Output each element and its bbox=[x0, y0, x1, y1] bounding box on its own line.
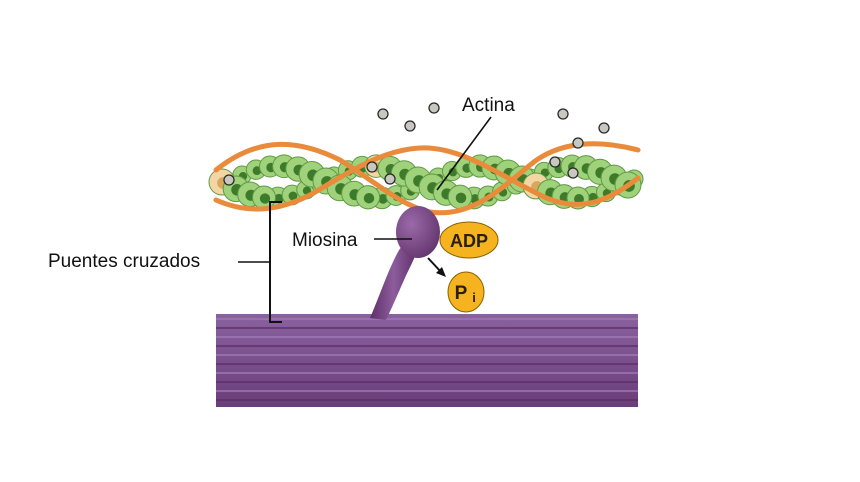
adp-label: ADP bbox=[450, 231, 488, 251]
actin-leader-line bbox=[436, 116, 492, 191]
release-arrow bbox=[427, 257, 446, 277]
actin-filament bbox=[208, 141, 644, 216]
actin-label: Actina bbox=[462, 95, 515, 116]
myosin-filament-stripes bbox=[216, 318, 638, 401]
cross-bridge-bracket bbox=[238, 201, 282, 323]
phosphate-dot bbox=[377, 108, 389, 120]
myosin-stripe bbox=[216, 318, 638, 320]
myosin-stripe bbox=[216, 372, 638, 374]
myosin-stripe bbox=[216, 390, 638, 392]
myosin-stripe bbox=[216, 363, 638, 365]
myosin-head bbox=[396, 206, 440, 258]
adp-badge: ADP bbox=[439, 221, 499, 259]
phosphate-dot bbox=[567, 167, 579, 179]
phosphate-dot bbox=[366, 161, 378, 173]
myosin-label: Miosina bbox=[292, 230, 358, 251]
actin-bead-chain bbox=[208, 154, 644, 210]
myosin-neck bbox=[370, 242, 418, 320]
myosin-stripe bbox=[216, 399, 638, 401]
actin-bead bbox=[355, 185, 381, 210]
myosin-stripe bbox=[216, 345, 638, 347]
myosin-stripe bbox=[216, 336, 638, 338]
free-phosphate-dots bbox=[223, 102, 610, 186]
myosin-stripe bbox=[216, 354, 638, 356]
phosphate-dot bbox=[598, 122, 610, 134]
tropomyosin-strand-b bbox=[213, 145, 641, 212]
phosphate-dot bbox=[572, 137, 584, 149]
phosphate-dot bbox=[549, 156, 561, 168]
cross-bridges-label: Puentes cruzados bbox=[48, 251, 200, 272]
phosphate-dot bbox=[404, 120, 416, 132]
phosphate-dot bbox=[428, 102, 440, 114]
pi-badge: P i bbox=[447, 271, 485, 313]
myosin-cross-bridge bbox=[370, 206, 440, 320]
myosin-filament bbox=[216, 314, 638, 407]
myosin-stripe bbox=[216, 381, 638, 383]
phosphate-dot bbox=[223, 174, 235, 186]
pi-label: P bbox=[455, 283, 468, 304]
myosin-stripe bbox=[216, 327, 638, 329]
pi-subscript: i bbox=[472, 290, 476, 305]
phosphate-dot bbox=[384, 173, 396, 185]
phosphate-dot bbox=[557, 108, 569, 120]
